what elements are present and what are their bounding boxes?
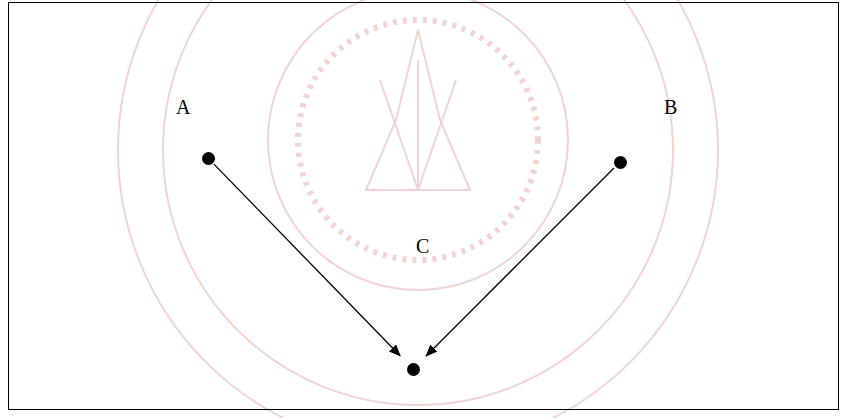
point-label: B <box>664 97 677 117</box>
point-dot: A <box>202 152 215 165</box>
point-label: A <box>176 97 190 117</box>
arrow-connector <box>426 168 614 356</box>
point-label: C <box>416 236 429 256</box>
arrow-connector <box>214 164 400 356</box>
diagram-frame <box>8 2 839 410</box>
point-dot: B <box>614 156 627 169</box>
point-dot: C <box>407 363 420 376</box>
